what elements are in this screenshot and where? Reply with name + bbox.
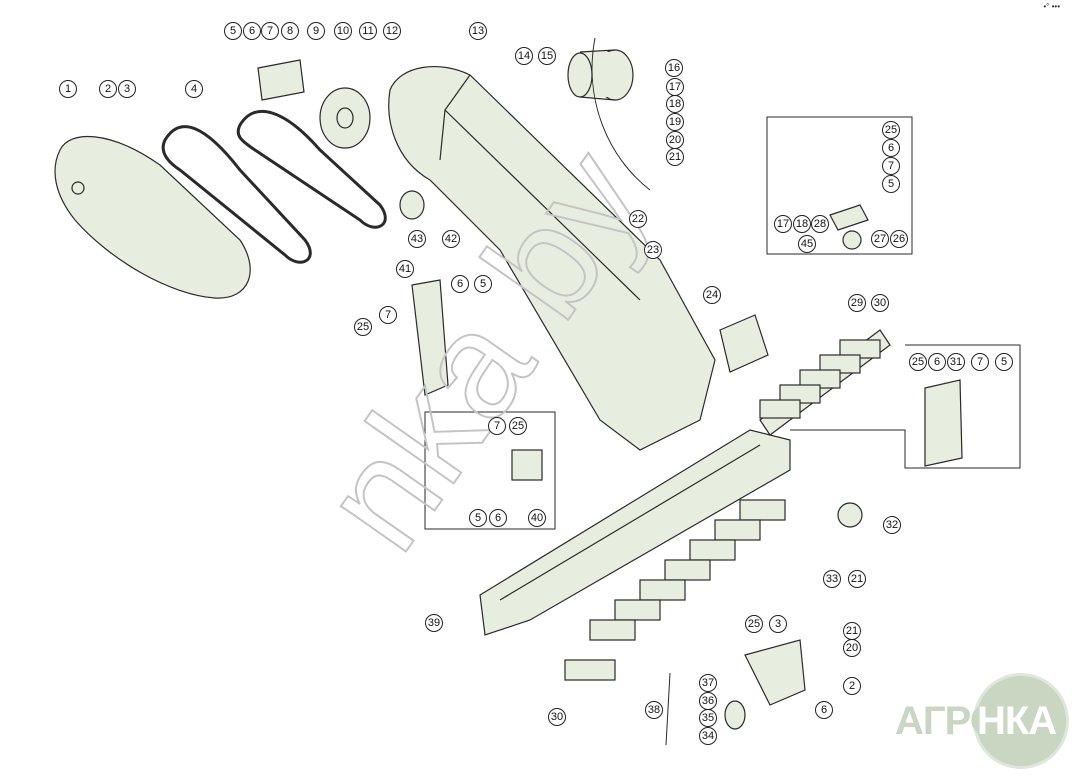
callout-part-27: 27	[871, 230, 889, 248]
callout-part-7: 7	[882, 157, 900, 175]
callout-part-31: 31	[947, 353, 965, 371]
motor-leader	[591, 37, 651, 191]
callout-part-30: 30	[871, 294, 889, 312]
side-plate	[924, 379, 963, 467]
plate	[257, 59, 305, 101]
scraper-chain-lower	[564, 499, 786, 681]
corner-mark: •° •••	[1043, 2, 1060, 11]
callout-part-35: 35	[699, 709, 717, 727]
callout-part-6: 6	[882, 139, 900, 157]
callout-part-26: 26	[890, 230, 908, 248]
callout-part-15: 15	[538, 47, 556, 65]
callout-part-8: 8	[281, 22, 299, 40]
logo-circle	[973, 673, 1069, 769]
agronka-logo: АГРО НКА	[895, 673, 1069, 769]
callout-part-18: 18	[793, 215, 811, 233]
caster-wheel	[842, 230, 862, 250]
detail-box-side-plate	[790, 344, 1021, 469]
callout-part-17: 17	[774, 215, 792, 233]
callout-part-6: 6	[243, 22, 261, 40]
callout-part-43: 43	[408, 230, 426, 248]
bearing-housing	[724, 700, 746, 730]
callout-part-36: 36	[699, 692, 717, 710]
callout-part-28: 28	[811, 215, 829, 233]
callout-part-32: 32	[883, 516, 901, 534]
callout-part-16: 16	[665, 59, 683, 77]
callout-part-20: 20	[666, 131, 684, 149]
callout-part-6: 6	[815, 701, 833, 719]
callout-part-18: 18	[666, 95, 684, 113]
belt-2	[236, 109, 387, 229]
callout-part-22: 22	[629, 210, 647, 228]
sprocket	[837, 502, 863, 528]
logo-text: АГРО	[895, 699, 1001, 743]
callout-part-25: 25	[909, 353, 927, 371]
callout-part-13: 13	[469, 22, 487, 40]
drive-cover	[54, 135, 251, 299]
callout-part-5: 5	[469, 509, 487, 527]
callout-part-7: 7	[261, 22, 279, 40]
callout-part-11: 11	[359, 22, 377, 40]
callout-part-14: 14	[515, 47, 533, 65]
detail-box-bearing	[424, 411, 556, 530]
bearing-plate	[511, 449, 543, 481]
callout-part-41: 41	[396, 260, 414, 278]
callout-part-33: 33	[823, 570, 841, 588]
callout-part-42: 42	[442, 230, 460, 248]
callout-part-39: 39	[425, 614, 443, 632]
callout-part-45: 45	[798, 235, 816, 253]
logo-text-2: НКА	[977, 699, 1057, 743]
cover-emblem	[71, 181, 85, 195]
callout-part-30: 30	[548, 708, 566, 726]
callout-part-21: 21	[848, 570, 866, 588]
callout-part-38: 38	[645, 701, 663, 719]
callout-part-3: 3	[118, 80, 136, 98]
belt-1	[161, 125, 312, 264]
caster-plate	[829, 204, 869, 231]
callout-part-9: 9	[307, 22, 325, 40]
small-pulley	[399, 190, 425, 220]
bracket-group-line	[665, 672, 671, 746]
callout-part-40: 40	[528, 509, 546, 527]
callout-part-29: 29	[848, 294, 866, 312]
scraper-chain-upper	[759, 329, 891, 436]
callout-part-7: 7	[971, 353, 989, 371]
callout-part-6: 6	[489, 509, 507, 527]
callout-part-37: 37	[699, 674, 717, 692]
callout-part-25: 25	[882, 121, 900, 139]
callout-part-3: 3	[769, 615, 787, 633]
callout-part-21: 21	[666, 148, 684, 166]
conveyor-trough	[479, 429, 791, 636]
callout-part-20: 20	[843, 639, 861, 657]
callout-part-19: 19	[666, 113, 684, 131]
callout-part-25: 25	[509, 417, 527, 435]
callout-part-7: 7	[379, 306, 397, 324]
callout-part-17: 17	[666, 78, 684, 96]
callout-part-25: 25	[354, 318, 372, 336]
bracket-plate	[411, 279, 449, 396]
callout-part-2: 2	[843, 677, 861, 695]
callout-part-23: 23	[644, 241, 662, 259]
callout-part-4: 4	[185, 80, 203, 98]
callout-part-12: 12	[383, 22, 401, 40]
callout-part-5: 5	[882, 175, 900, 193]
guard	[719, 314, 769, 373]
callout-part-6: 6	[928, 353, 946, 371]
callout-part-5: 5	[224, 22, 242, 40]
detail-box-caster	[766, 116, 913, 255]
callout-part-24: 24	[703, 286, 721, 304]
callout-part-5: 5	[995, 353, 1013, 371]
callout-part-25: 25	[745, 615, 763, 633]
callout-part-10: 10	[334, 22, 352, 40]
callout-part-2: 2	[99, 80, 117, 98]
bracket	[744, 639, 806, 706]
callout-part-21: 21	[843, 622, 861, 640]
callout-part-1: 1	[59, 80, 77, 98]
callout-part-7: 7	[488, 417, 506, 435]
elevator-housing	[388, 65, 716, 451]
callout-part-6: 6	[451, 275, 469, 293]
callout-part-34: 34	[699, 727, 717, 745]
callout-part-5: 5	[474, 275, 492, 293]
